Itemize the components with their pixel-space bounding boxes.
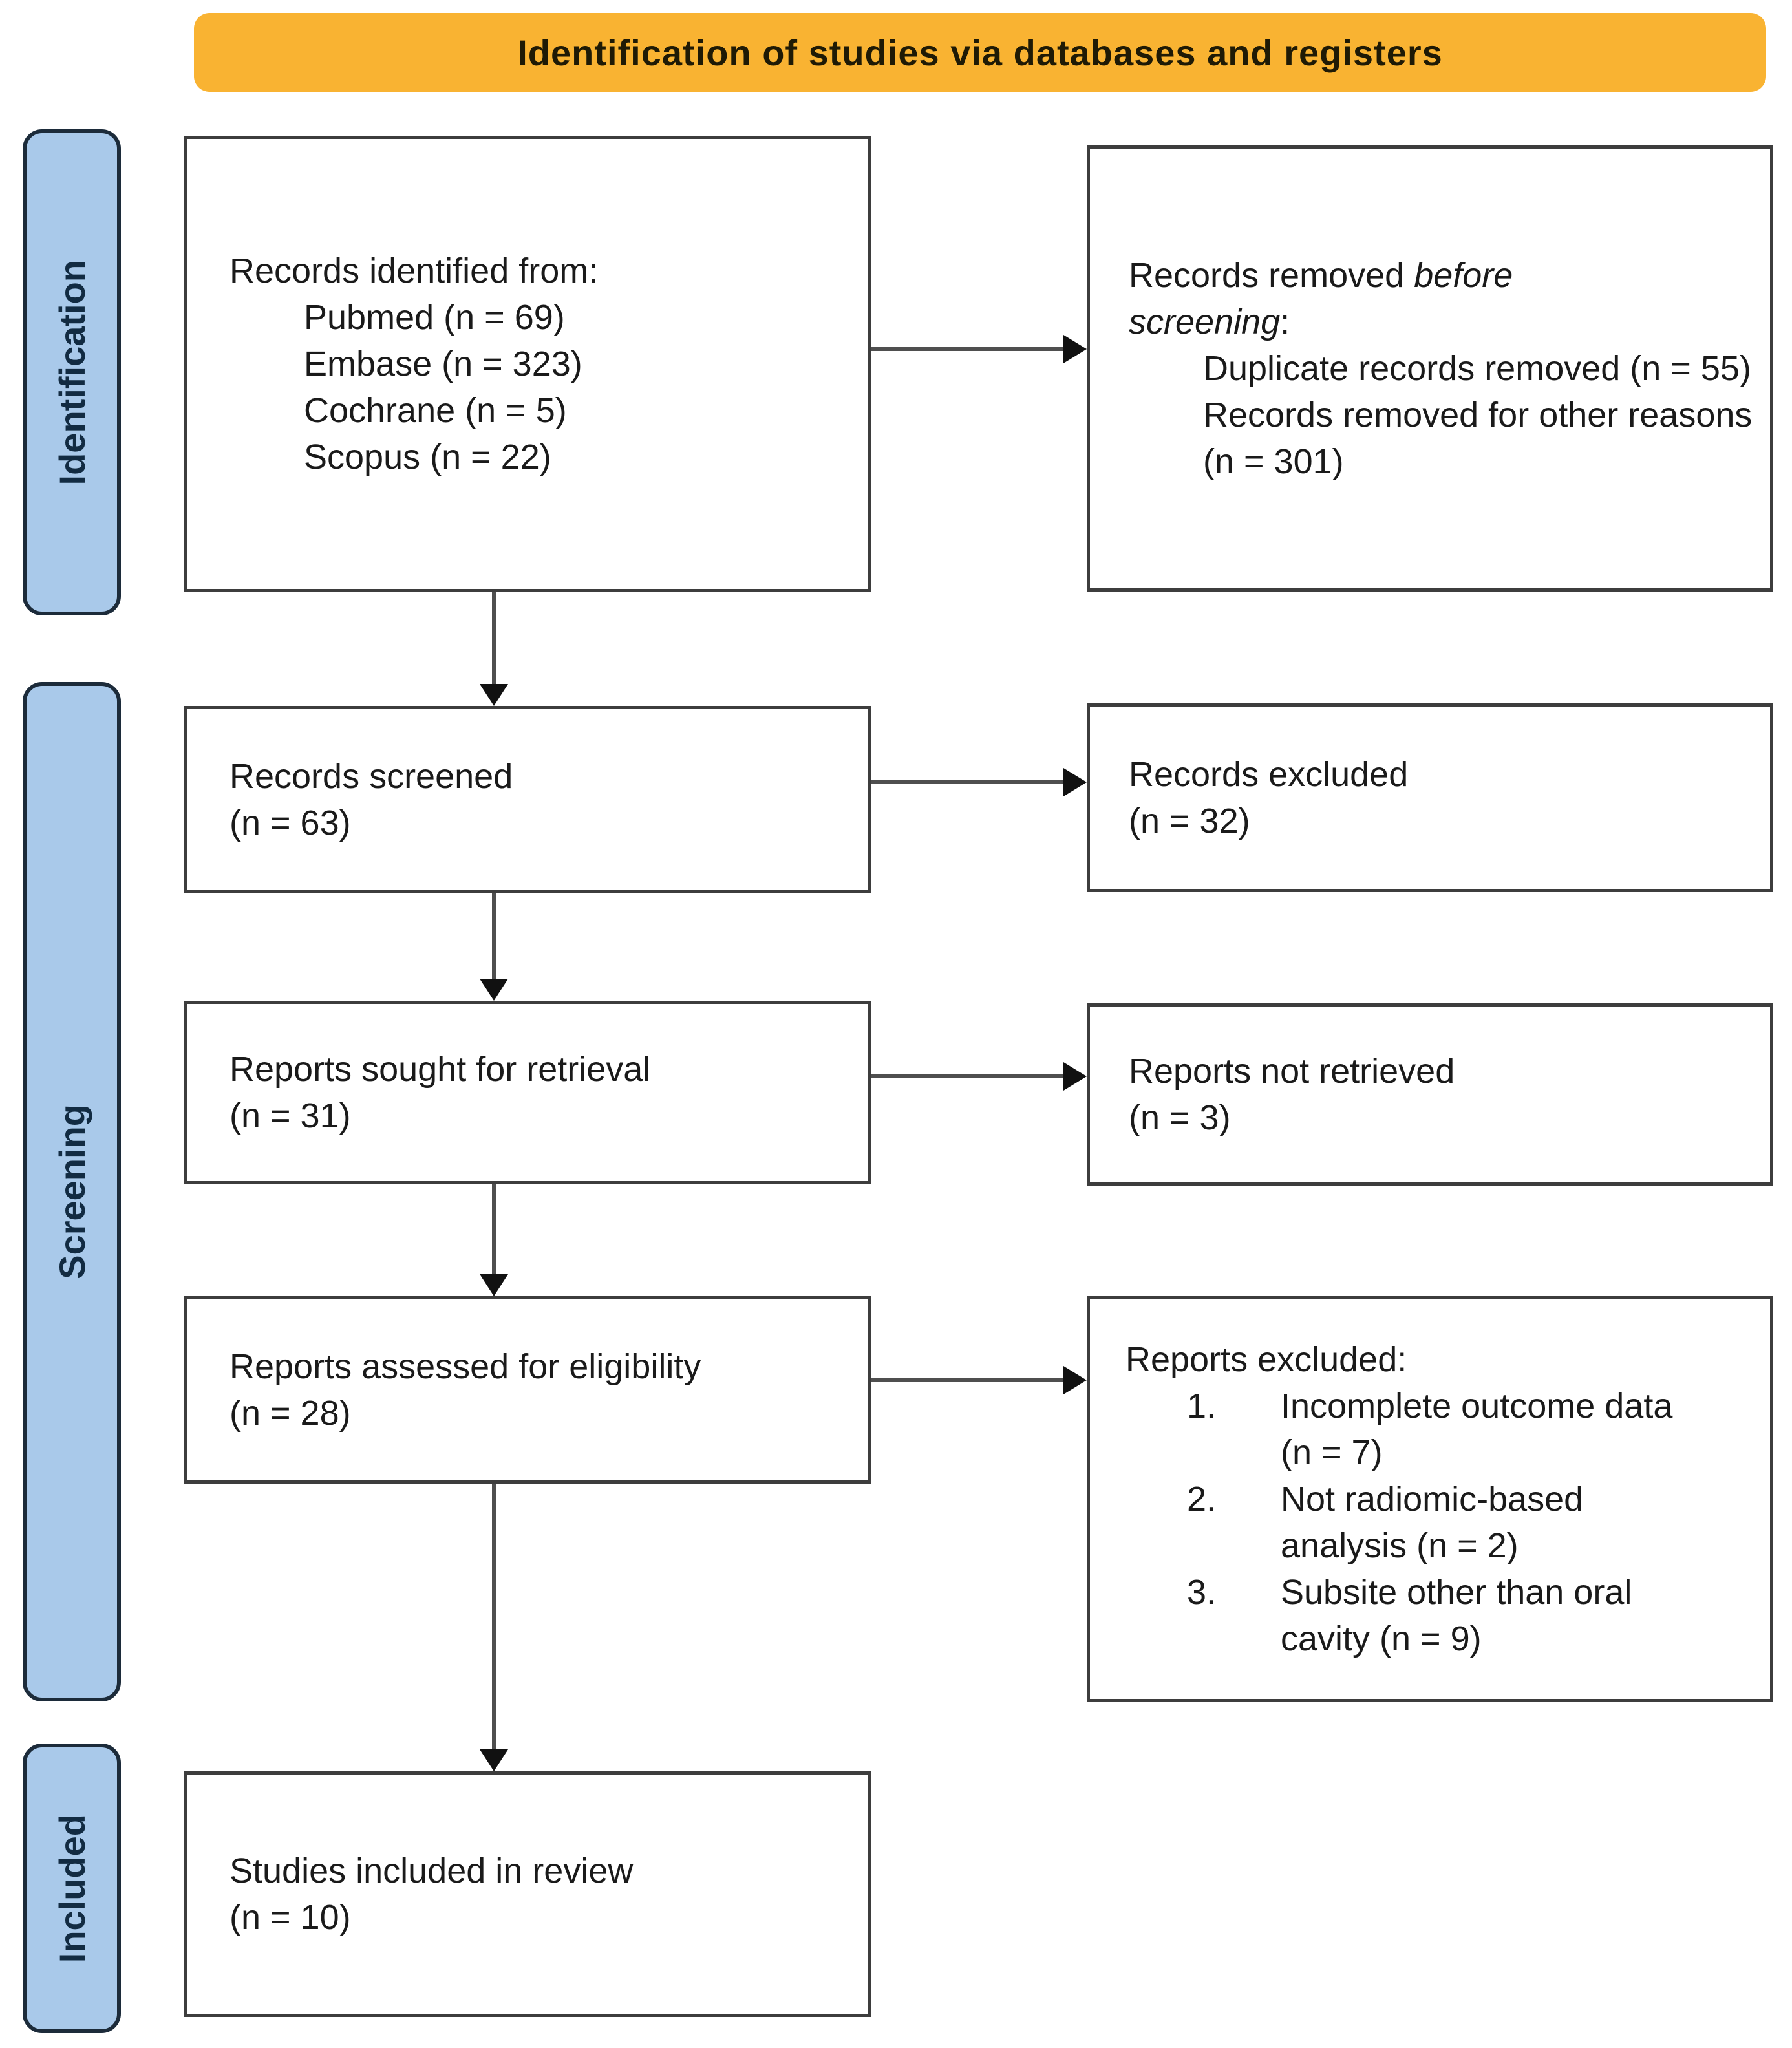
- box-reports-sought-count: (n = 31): [229, 1096, 351, 1135]
- box-studies-included: Studies included in review (n = 10): [184, 1771, 871, 2017]
- source-scopus: Scopus (n = 22): [304, 438, 551, 476]
- box-records-screened-count: (n = 63): [229, 804, 351, 842]
- excluded-reason-2: 2. Not radiomic-based analysis (n = 2): [1187, 1476, 1770, 1569]
- stage-included: Included: [23, 1744, 121, 2033]
- arrow-down-icon: [480, 684, 508, 706]
- removed-duplicates: Duplicate records removed (n = 55): [1203, 349, 1751, 388]
- arrow-down-icon: [480, 979, 508, 1001]
- excluded-reason-3: 3. Subsite other than oral cavity (n = 9…: [1187, 1569, 1770, 1662]
- excluded-reason-1-text: Incomplete outcome data (n = 7): [1281, 1387, 1673, 1472]
- excluded-reason-2-num: 2.: [1187, 1480, 1217, 1519]
- arrow-assessed-to-reports-excluded: [871, 1365, 1087, 1396]
- removed-other-reasons: Records removed for other reasons (n = 3…: [1203, 396, 1753, 481]
- box-records-removed-title: Records removed before screening:: [1129, 256, 1513, 341]
- source-embase: Embase (n = 323): [304, 345, 582, 383]
- stage-identification-label: Identification: [51, 259, 92, 485]
- arrow-right-icon: [1063, 335, 1087, 363]
- box-records-excluded-label: Records excluded: [1129, 755, 1409, 794]
- box-reports-sought-label: Reports sought for retrieval: [229, 1050, 651, 1089]
- box-reports-assessed-count: (n = 28): [229, 1394, 351, 1433]
- box-reports-excluded: Reports excluded: 1. Incomplete outcome …: [1087, 1296, 1773, 1702]
- banner-label: Identification of studies via databases …: [517, 32, 1443, 73]
- box-records-identified-title: Records identified from:: [229, 251, 599, 290]
- excluded-reason-2-text: Not radiomic-based analysis (n = 2): [1281, 1480, 1584, 1565]
- box-studies-included-label: Studies included in review: [229, 1851, 634, 1890]
- arrow-screened-to-sought: [478, 893, 509, 1001]
- arrow-assessed-to-included: [478, 1484, 509, 1771]
- box-reports-not-retrieved-count: (n = 3): [1129, 1098, 1231, 1137]
- box-records-excluded-count: (n = 32): [1129, 802, 1250, 840]
- arrow-sought-to-not-retrieved: [871, 1061, 1087, 1092]
- excluded-reason-1-num: 1.: [1187, 1387, 1217, 1425]
- stage-included-label: Included: [51, 1813, 92, 1963]
- box-reports-assessed: Reports assessed for eligibility (n = 28…: [184, 1296, 871, 1484]
- arrow-right-icon: [1063, 1366, 1087, 1394]
- box-reports-assessed-label: Reports assessed for eligibility: [229, 1347, 701, 1386]
- box-reports-excluded-title: Reports excluded:: [1125, 1340, 1407, 1379]
- italic-before-screening: before screening: [1129, 256, 1513, 341]
- arrow-down-icon: [480, 1749, 508, 1771]
- excluded-reason-3-num: 3.: [1187, 1573, 1217, 1612]
- source-pubmed: Pubmed (n = 69): [304, 298, 565, 337]
- box-records-excluded: Records excluded (n = 32): [1087, 703, 1773, 892]
- arrow-sought-to-assessed: [478, 1184, 509, 1296]
- box-reports-sought: Reports sought for retrieval (n = 31): [184, 1001, 871, 1184]
- box-reports-not-retrieved-label: Reports not retrieved: [1129, 1052, 1455, 1091]
- arrow-right-icon: [1063, 768, 1087, 796]
- arrow-identified-to-screened: [478, 592, 509, 706]
- box-records-identified: Records identified from: Pubmed (n = 69)…: [184, 136, 871, 592]
- stage-identification: Identification: [23, 129, 121, 615]
- box-reports-not-retrieved: Reports not retrieved (n = 3): [1087, 1003, 1773, 1186]
- excluded-reason-3-text: Subsite other than oral cavity (n = 9): [1281, 1573, 1632, 1658]
- box-studies-included-count: (n = 10): [229, 1898, 351, 1937]
- stage-screening-label: Screening: [51, 1104, 92, 1279]
- box-records-screened-label: Records screened: [229, 757, 513, 796]
- box-records-removed: Records removed before screening: Duplic…: [1087, 145, 1773, 592]
- excluded-reason-1: 1. Incomplete outcome data (n = 7): [1187, 1383, 1770, 1476]
- arrow-identified-to-removed: [871, 334, 1087, 365]
- stage-screening: Screening: [23, 682, 121, 1701]
- banner-identification-via-databases: Identification of studies via databases …: [194, 13, 1766, 92]
- arrow-screened-to-excluded: [871, 767, 1087, 798]
- arrow-down-icon: [480, 1274, 508, 1296]
- source-cochrane: Cochrane (n = 5): [304, 391, 567, 430]
- box-records-screened: Records screened (n = 63): [184, 706, 871, 893]
- arrow-right-icon: [1063, 1062, 1087, 1091]
